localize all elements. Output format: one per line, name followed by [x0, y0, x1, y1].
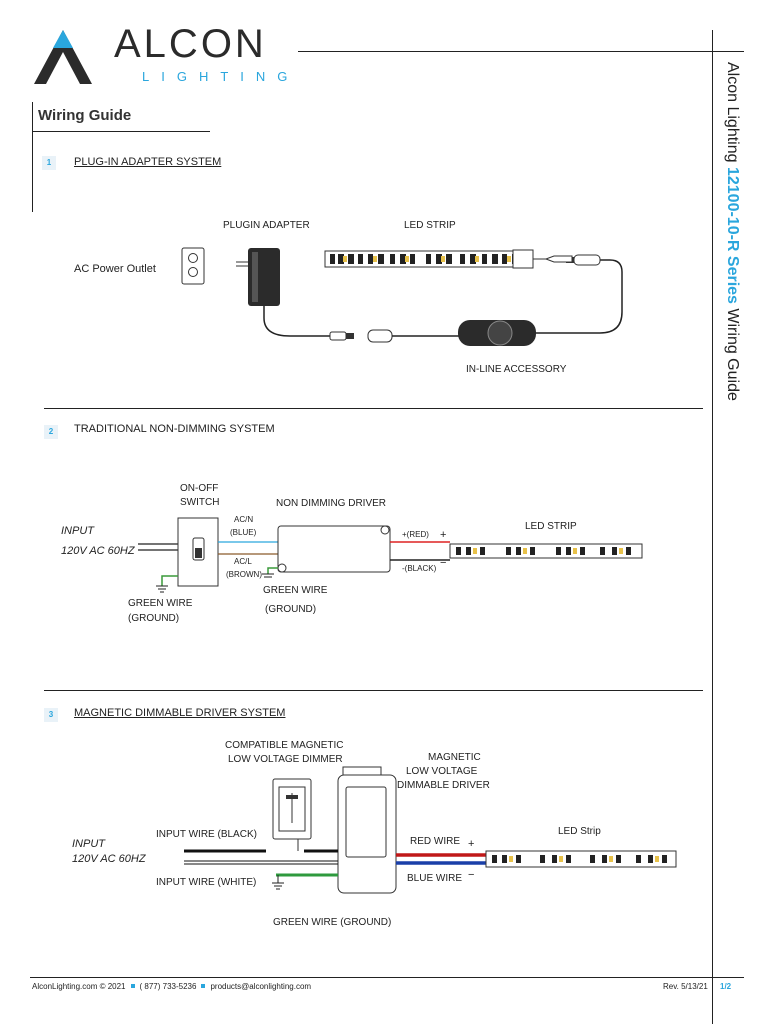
side-title: Alcon Lighting 12100-10-R Series Wiring … — [719, 62, 741, 442]
led-strip-label-3: LED Strip — [558, 826, 601, 837]
plus-label-2: + — [440, 529, 447, 541]
footer-contact: AlconLighting.com © 2021 ( 877) 733-5236 p… — [32, 982, 311, 991]
side-title-prefix: Alcon Lighting — [724, 62, 741, 167]
section-2-number: 2 — [44, 425, 58, 439]
footer-revision: Rev. 5/13/21 — [663, 982, 708, 991]
footer-rule — [30, 977, 744, 978]
section-1-title: PLUG-IN ADAPTER SYSTEM — [74, 156, 222, 168]
footer-page: 1/2 — [720, 982, 732, 991]
input-label-3: INPUT — [72, 838, 105, 850]
section-1-number: 1 — [42, 156, 56, 170]
mag-driver-label-1: MAGNETIC — [428, 752, 481, 763]
mag-driver-label-3: DIMMABLE DRIVER — [397, 780, 490, 791]
bullet-icon — [130, 984, 135, 988]
diagram-plugin-adapter — [181, 247, 623, 346]
green-wire-label-1b: (GROUND) — [128, 613, 180, 624]
divider-2 — [44, 690, 703, 691]
dimmer-label-2: LOW VOLTAGE DIMMER — [228, 754, 343, 765]
logo-sub: LIGHTING — [142, 69, 300, 84]
switch-label-2: SWITCH — [180, 497, 220, 508]
side-title-model: 12100-10-R Series — [724, 166, 741, 304]
divider-1 — [44, 408, 703, 409]
red-wire-label: RED WIRE — [410, 836, 460, 847]
inline-accessory-icon — [458, 259, 623, 346]
led-strip-label-2: LED STRIP — [525, 521, 577, 532]
black-label: -(BLACK) — [402, 564, 437, 573]
plus-label-3: + — [468, 838, 475, 850]
magnetic-driver-icon — [337, 766, 397, 894]
green-wire-label-2a: GREEN WIRE — [263, 585, 328, 596]
minus-label-2: − — [440, 557, 447, 569]
acn-label: AC/N — [234, 515, 254, 524]
plugin-adapter-label: PLUGIN ADAPTER — [223, 220, 310, 231]
bullet-icon — [201, 984, 206, 988]
magnetic-dimmer-icon — [272, 778, 312, 840]
title-rule — [32, 131, 210, 132]
input-label-2: INPUT — [61, 525, 94, 537]
input-black-label: INPUT WIRE (BLACK) — [156, 829, 257, 840]
input-voltage-label-3: 120V AC 60HZ — [72, 853, 146, 865]
green-wire-label-3: GREEN WIRE (GROUND) — [273, 917, 392, 928]
logo: ALCON LIGHTING — [32, 22, 287, 90]
green-wire-label-2b: (GROUND) — [265, 604, 317, 615]
minus-label-3: − — [468, 869, 475, 881]
diagram-magnetic-dimmable — [184, 766, 677, 894]
logo-word: ALCON — [114, 22, 267, 66]
ac-outlet-icon — [181, 247, 205, 285]
inline-accessory-label: IN-LINE ACCESSORY — [466, 364, 567, 375]
side-rule — [712, 30, 713, 1024]
footer-website: AlconLighting.com © 2021 — [32, 982, 126, 991]
acn-color-label: (BLUE) — [230, 528, 257, 537]
logo-mark-icon — [34, 30, 92, 84]
section-3-number: 3 — [44, 708, 58, 722]
blue-wire-label: BLUE WIRE — [407, 873, 463, 884]
non-dimming-driver-icon — [277, 525, 391, 573]
input-voltage-label-2: 120V AC 60HZ — [61, 545, 135, 557]
ac-outlet-label: AC Power Outlet — [74, 263, 156, 275]
footer-email[interactable]: products@alconlighting.com — [210, 982, 312, 991]
led-strip-icon-2 — [449, 543, 643, 559]
title-rule-vertical — [32, 102, 33, 212]
led-strip-icon-3 — [485, 850, 677, 868]
plugin-adapter-icon — [236, 248, 354, 341]
driver-label: NON DIMMING DRIVER — [276, 498, 386, 509]
diagram-non-dimming — [138, 517, 643, 593]
section-2-title: TRADITIONAL NON-DIMMING SYSTEM — [74, 423, 275, 435]
acl-color-label: (BROWN) — [226, 570, 262, 579]
input-white-label: INPUT WIRE (WHITE) — [156, 877, 257, 888]
led-strip-label-1: LED STRIP — [404, 220, 456, 231]
switch-label-1: ON-OFF — [180, 483, 219, 494]
page-title: Wiring Guide — [38, 107, 132, 124]
red-label: +(RED) — [402, 530, 429, 539]
section-3-title: MAGNETIC DIMMABLE DRIVER SYSTEM — [74, 707, 286, 719]
footer-phone[interactable]: ( 877) 733-5236 — [139, 982, 197, 991]
acl-label: AC/L — [234, 557, 252, 566]
green-wire-label-1a: GREEN WIRE — [128, 598, 193, 609]
dimmer-label-1: COMPATIBLE MAGNETIC — [225, 740, 344, 751]
on-off-switch-icon — [177, 517, 219, 587]
mag-driver-label-2: LOW VOLTAGE — [406, 766, 478, 777]
side-title-suffix: Wiring Guide — [724, 303, 741, 401]
header-rule — [298, 51, 744, 52]
led-strip-icon-1 — [324, 249, 573, 269]
